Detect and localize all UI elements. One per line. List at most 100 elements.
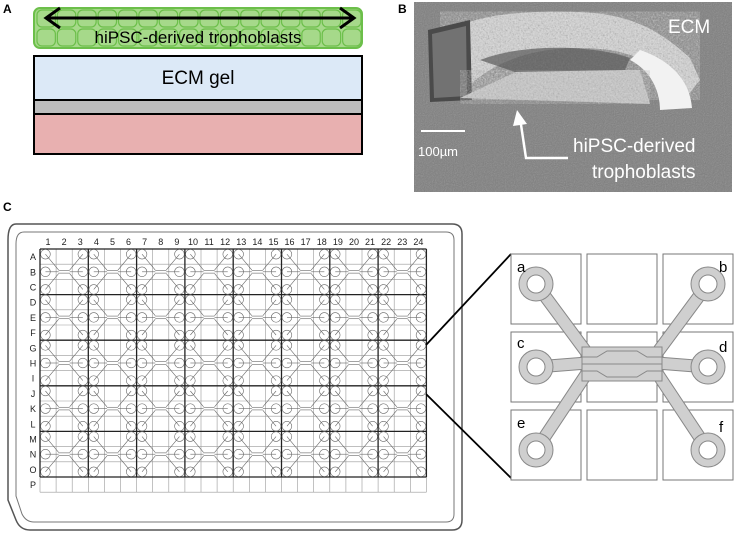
ecm-gel-layer — [33, 55, 363, 101]
row-letter: F — [30, 328, 36, 338]
column-number: 23 — [397, 237, 407, 247]
microfluidic-chip — [40, 294, 88, 341]
row-letter: K — [30, 404, 36, 414]
zoom-well-label: c — [517, 335, 525, 352]
column-number: 5 — [110, 237, 115, 247]
row-letter: N — [30, 450, 37, 460]
column-number: 16 — [285, 237, 295, 247]
column-number: 10 — [188, 237, 198, 247]
microfluidic-chip — [40, 340, 88, 386]
row-letter: L — [30, 419, 35, 429]
microfluidic-chip — [88, 249, 137, 295]
zoom-well-label: b — [719, 259, 727, 276]
well-grid — [39, 248, 428, 493]
row-letter: M — [29, 435, 37, 445]
microfluidic-chip — [40, 249, 88, 295]
microfluidic-chip — [233, 294, 282, 341]
microfluidic-chip — [88, 431, 137, 477]
microfluidic-chip — [185, 385, 233, 432]
column-number: 9 — [174, 237, 179, 247]
microfluidic-chip — [330, 385, 378, 432]
microfluidic-chip — [330, 340, 378, 386]
microfluidic-chip — [136, 385, 185, 432]
microfluidic-chip — [88, 340, 137, 386]
double-arrow-icon — [43, 6, 357, 30]
microfluidic-chip — [233, 249, 282, 295]
zoom-well-label: a — [517, 259, 526, 276]
ecm-gel-label: ECM gel — [162, 68, 235, 89]
column-number: 2 — [62, 237, 67, 247]
row-letter: P — [30, 480, 36, 490]
cells-label-line2: trophoblasts — [592, 162, 696, 183]
column-number: 22 — [381, 237, 391, 247]
column-number: 20 — [349, 237, 359, 247]
column-number: 11 — [204, 237, 213, 247]
microfluidic-chip — [281, 431, 330, 477]
microfluidic-chip — [233, 340, 282, 386]
microfluidic-chip — [136, 431, 185, 477]
microfluidic-chip — [281, 294, 330, 341]
column-number: 19 — [333, 237, 343, 247]
zoom-well-label: e — [517, 415, 525, 432]
microfluidic-chip — [136, 340, 185, 386]
microfluidic-chip — [281, 385, 330, 432]
microfluidic-chip — [378, 385, 427, 432]
microfluidic-chip — [233, 431, 282, 477]
microfluidic-chip — [378, 294, 427, 341]
plate-outline — [7, 223, 463, 531]
microfluidic-chip — [40, 431, 88, 477]
chip-array — [40, 249, 427, 477]
row-letter: H — [30, 359, 37, 369]
cells-label-line1: hiPSC-derived — [573, 136, 696, 157]
row-letter: D — [30, 298, 37, 308]
column-number: 17 — [301, 237, 311, 247]
microfluidic-chip — [378, 249, 427, 295]
row-letter: E — [30, 313, 36, 323]
row-letter: B — [30, 267, 36, 277]
microfluidic-chip — [185, 431, 233, 477]
column-number: 4 — [94, 237, 99, 247]
pointer-arrow-icon — [513, 110, 568, 160]
column-number: 24 — [413, 237, 423, 247]
microfluidic-chip — [185, 249, 233, 295]
column-number: 8 — [158, 237, 163, 247]
microfluidic-chip — [185, 340, 233, 386]
zoom-line-bottom — [425, 393, 512, 479]
microfluidic-chip — [281, 340, 330, 386]
cells-label: hiPSC-derived trophoblasts — [95, 28, 302, 47]
microfluidic-chip — [330, 294, 378, 341]
column-number: 21 — [365, 237, 375, 247]
scale-bar-label: 100µm — [418, 144, 458, 159]
microfluidic-chip — [378, 340, 427, 386]
row-letter: C — [30, 283, 37, 293]
column-number: 12 — [220, 237, 230, 247]
microfluidic-chip — [88, 385, 137, 432]
microfluidic-chip — [330, 431, 378, 477]
panel-c-letter: C — [3, 200, 12, 214]
panel-a-letter: A — [3, 2, 12, 16]
panel-b-letter: B — [398, 2, 407, 16]
zoom-well-label: d — [719, 339, 727, 356]
microfluidic-chip — [185, 294, 233, 341]
column-number: 1 — [46, 237, 51, 247]
column-number: 7 — [142, 237, 147, 247]
microfluidic-chip — [233, 385, 282, 432]
microfluidic-chip — [378, 431, 427, 477]
row-letter: O — [29, 465, 36, 475]
column-number: 18 — [317, 237, 327, 247]
microfluidic-chip — [136, 249, 185, 295]
zoom-line-top — [425, 253, 512, 346]
row-letter: J — [31, 389, 36, 399]
microfluidic-chip — [136, 294, 185, 341]
zoom-well-label: f — [719, 419, 724, 436]
microfluidic-chip — [281, 249, 330, 295]
column-number: 3 — [78, 237, 83, 247]
column-number: 15 — [268, 237, 278, 247]
row-letter: A — [30, 252, 36, 262]
ecm-label: ECM — [668, 17, 710, 38]
row-letter: I — [32, 374, 35, 384]
